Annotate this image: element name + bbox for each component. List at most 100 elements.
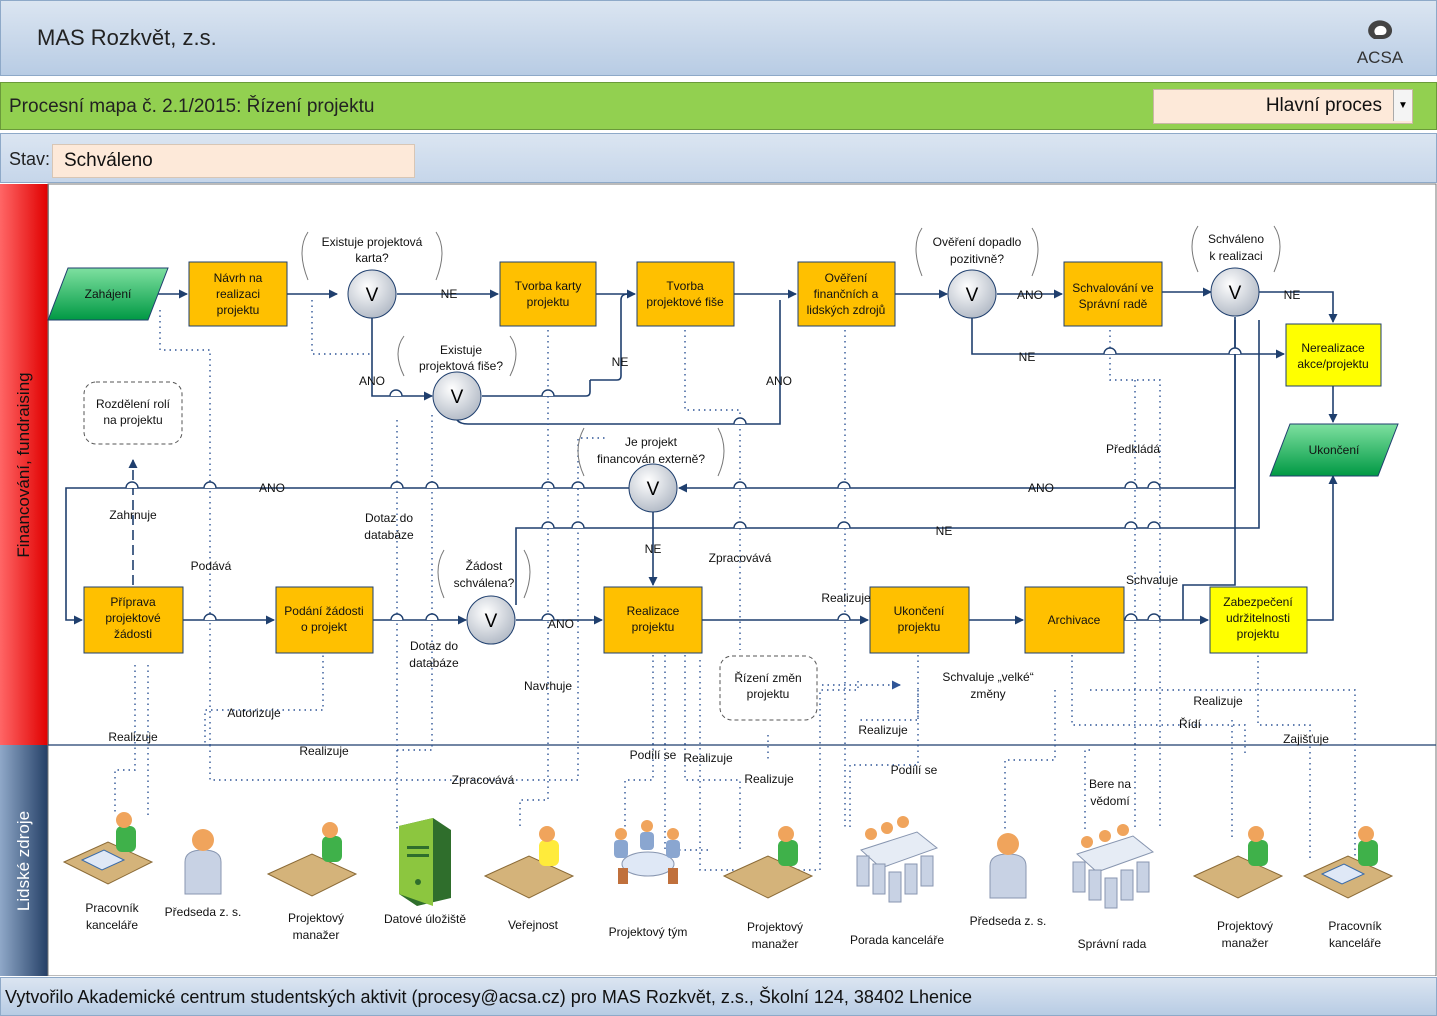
status-value: Schváleno [64,150,153,171]
svg-text:Projektový tým: Projektový tým [609,925,688,939]
svg-text:ANO: ANO [359,374,385,388]
svg-text:ANO: ANO [1017,288,1043,302]
svg-text:Podílí se: Podílí se [891,763,938,777]
lane-header-financing: Financování, fundraising [0,184,49,745]
task-archivace[interactable]: Archivace [1024,586,1125,654]
svg-text:Navrhuje: Navrhuje [524,679,572,693]
svg-text:Realizuje: Realizuje [299,744,349,758]
team-table-icon [614,820,680,884]
end-label: Ukončení [1309,443,1360,457]
svg-text:Řídí: Řídí [1179,716,1202,731]
worker-desk-icon [1302,826,1394,899]
svg-text:Autorizuje: Autorizuje [227,706,281,720]
manager-desk-icon [722,826,814,899]
start-label: Zahájení [85,287,132,301]
gateway-4[interactable]: V [1210,267,1260,317]
svg-text:Realizuje: Realizuje [683,751,733,765]
board-icon [1072,824,1155,909]
svg-text:Podává: Podává [191,559,232,573]
svg-text:NE: NE [1284,288,1301,302]
actor-verejnost[interactable]: Veřejnost [483,826,575,932]
manager-desk-icon [266,822,358,897]
gateway-5[interactable]: V [628,463,678,513]
process-type-value: Hlavní proces [1265,95,1382,116]
actor-projektovy-tym[interactable]: Projektový tým [609,820,688,939]
svg-text:NE: NE [645,542,662,556]
node-start[interactable]: Zahájení [47,267,169,321]
svg-text:ANO: ANO [259,481,285,495]
actor-spravni-rada[interactable]: Správní rada [1072,824,1155,951]
actor-porada-kancelare[interactable]: Porada kanceláře [850,816,944,947]
svg-text:ANO: ANO [548,617,574,631]
node-end[interactable]: Ukončení [1269,423,1399,477]
svg-text:Zpracovává: Zpracovává [452,773,515,787]
flow-lines [65,287,1338,625]
svg-text:Předkládá: Předkládá [1106,442,1160,456]
actor-predseda-1[interactable]: Předseda z. s. [165,829,242,919]
svg-text:Zajišťuje: Zajišťuje [1283,732,1329,746]
gateway-1[interactable]: V [347,269,397,319]
svg-text:Realizuje: Realizuje [821,591,871,605]
server-icon [399,818,451,906]
title-bar: Procesní mapa č. 2.1/2015: Řízení projek… [0,82,1437,130]
person-icon [989,833,1027,899]
status-label: Stav: [9,149,51,169]
svg-text:Správní rada: Správní rada [1078,937,1147,951]
svg-text:Datové úložiště: Datové úložiště [384,912,466,926]
footer-credit: Vytvořilo Akademické centrum studentskýc… [5,987,973,1007]
process-type-dropdown[interactable]: Hlavní proces ▼ [1153,89,1413,124]
acsa-logo: ACSA [1357,20,1404,67]
svg-text:Porada kanceláře: Porada kanceláře [850,933,944,947]
gateway-6[interactable]: V [466,595,516,645]
actor-datove-uloziste[interactable]: Datové úložiště [384,818,466,926]
svg-text:Schvaluje „velké“změny: Schvaluje „velké“změny [942,670,1033,701]
process-map-title: Procesní mapa č. 2.1/2015: Řízení projek… [9,96,375,117]
actor-predseda-2[interactable]: Předseda z. s. [970,833,1047,928]
svg-text:V: V [451,387,464,408]
status-field[interactable]: Schváleno [52,144,415,178]
svg-text:V: V [966,285,979,306]
organization-name: MAS Rozkvět, z.s. [37,25,217,50]
diagram-frame [47,183,1437,976]
svg-text:Realizuje: Realizuje [858,723,908,737]
svg-text:Archivace: Archivace [1048,613,1101,627]
chevron-down-icon[interactable]: ▼ [1393,90,1412,121]
gateway-2[interactable]: V [432,371,482,421]
svg-text:Zpracovává: Zpracovává [709,551,772,565]
gateway-3[interactable]: V [947,269,997,319]
